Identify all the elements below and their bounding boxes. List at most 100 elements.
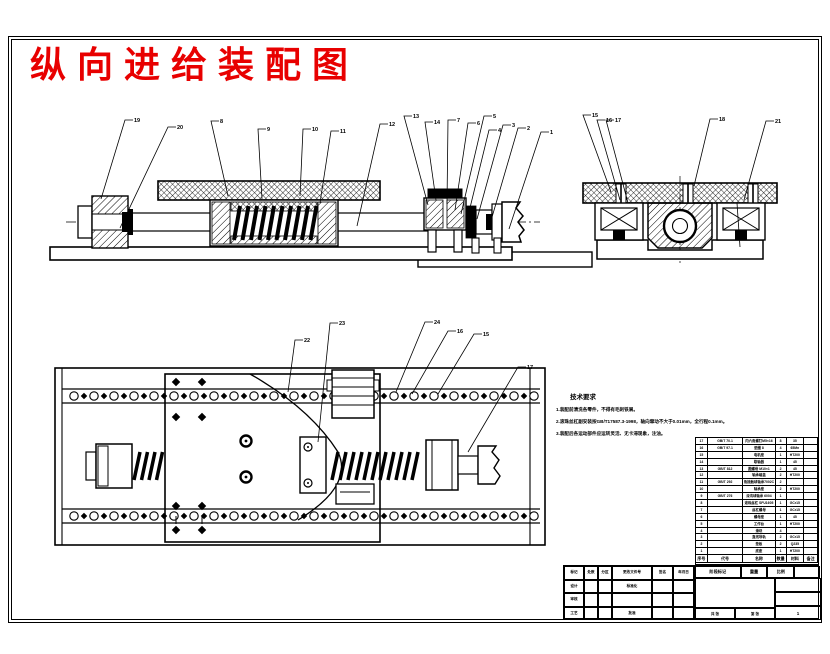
bom-cell	[804, 493, 818, 501]
bom-cell: Q235	[786, 541, 805, 549]
bom-cell: 垫圈 8	[743, 444, 776, 452]
callout-balloon: 2	[527, 126, 530, 132]
bom-cell: 1	[696, 548, 708, 556]
callout-balloon: 16	[606, 118, 612, 124]
title-block: 标记处数分区更改文件号签名年月日设计标准化审核工艺批准 阶段标记重量比例共 张第…	[563, 565, 821, 620]
bom-cell	[707, 451, 744, 459]
bom-cell: 14	[696, 458, 708, 466]
bom-cell	[804, 472, 818, 480]
title-block-revision-zone: 标记处数分区更改文件号签名年月日设计标准化审核工艺批准	[564, 566, 694, 620]
bom-cell	[707, 506, 744, 514]
title-block-row: 审核	[564, 593, 694, 607]
bom-cell	[707, 472, 744, 480]
callout-balloon: 18	[719, 117, 725, 123]
bom-cell: 轴承座	[743, 486, 776, 494]
bom-cell	[786, 493, 805, 501]
note-line: 1.装配前清洗各零件，不得有毛刺铁屑。	[556, 407, 638, 412]
callout-leader	[446, 119, 456, 205]
title-block-cell: 批准	[612, 606, 652, 620]
bom-cell: 2	[775, 541, 787, 549]
title-block-cell	[673, 579, 694, 593]
callout-leader	[119, 126, 176, 229]
callout-leader	[437, 333, 482, 395]
bom-cell: 6	[696, 513, 708, 521]
bom-cell	[804, 451, 818, 459]
bom-cell: 电机座	[743, 451, 776, 459]
bom-cell: 7	[696, 506, 708, 514]
callout-balloon: 6	[477, 121, 480, 127]
callout-leader	[299, 128, 311, 197]
bom-cell: 1	[775, 506, 787, 514]
title-block-cell	[673, 606, 694, 620]
shaft-break-symbol	[501, 201, 525, 243]
title-block-cell	[794, 566, 820, 578]
bom-cell: GB/T 292	[707, 479, 744, 487]
callout-leader	[356, 123, 388, 227]
title-block-cell: 比例	[767, 566, 795, 578]
bom-cell: 4	[696, 527, 708, 535]
callout-balloon: 9	[267, 127, 270, 133]
bom-cell: 4	[775, 527, 787, 535]
title-block-row: 阶段标记重量比例	[695, 566, 820, 578]
callout-leader	[403, 115, 429, 206]
bom-cell: 代号	[707, 555, 744, 564]
bom-cell: 备注	[804, 555, 818, 564]
table-bolt-marks	[171, 377, 207, 535]
bom-cell: 1	[775, 520, 787, 528]
title-block-cell: 阶段标记	[695, 566, 741, 578]
ballscrew-thread-front	[232, 205, 319, 241]
bom-cell	[804, 444, 818, 452]
callout-leader	[454, 122, 476, 211]
callout-leader	[605, 119, 629, 204]
bom-cell	[804, 513, 818, 521]
title-block-row: 标记处数分区更改文件号签名年月日	[564, 566, 694, 580]
bom-cell: 35	[786, 438, 805, 445]
title-block-cell: 签名	[652, 566, 673, 580]
bom-cell: 2	[775, 472, 787, 480]
bom-cell: 1	[775, 513, 787, 521]
title-block-cell	[612, 593, 652, 607]
bom-cell: 内六角螺钉M5×16	[743, 438, 776, 445]
bom-cell: 材料	[786, 555, 805, 564]
bom-cell: GCr15	[786, 506, 805, 514]
callout-leader	[287, 339, 303, 393]
bom-cell: 2	[775, 465, 787, 473]
bom-cell: 深沟球轴承 6004	[743, 493, 776, 501]
bom-cell: 丝杠螺母	[743, 506, 776, 514]
title-block-cell	[584, 593, 598, 607]
bom-cell: 16	[696, 444, 708, 452]
bom-cell: 45	[786, 465, 805, 473]
callout-leader	[317, 322, 338, 443]
callout-balloon: 15	[592, 113, 598, 119]
title-block-cell	[598, 606, 612, 620]
bom-cell: 1	[775, 493, 787, 501]
bom-cell: HT200	[786, 548, 805, 556]
bom-cell	[804, 438, 818, 445]
callout-leader	[736, 202, 741, 248]
notes-heading: 技术要求	[570, 394, 596, 401]
title-block-cell	[775, 592, 821, 606]
plan-view	[54, 367, 546, 546]
callout-leader	[489, 127, 526, 225]
bom-cell: 序号	[696, 555, 708, 564]
bom-cell: 45	[786, 513, 805, 521]
title-block-cell: 更改文件号	[612, 566, 652, 580]
callout-leader	[319, 130, 339, 204]
callout-leader	[424, 121, 437, 201]
title-block-cell	[652, 593, 673, 607]
title-block-cell: 年月日	[673, 566, 694, 580]
bom-cell: 8	[696, 500, 708, 507]
title-block-cell	[584, 579, 598, 593]
bom-cell: 角接触球轴承7002C	[743, 479, 776, 487]
